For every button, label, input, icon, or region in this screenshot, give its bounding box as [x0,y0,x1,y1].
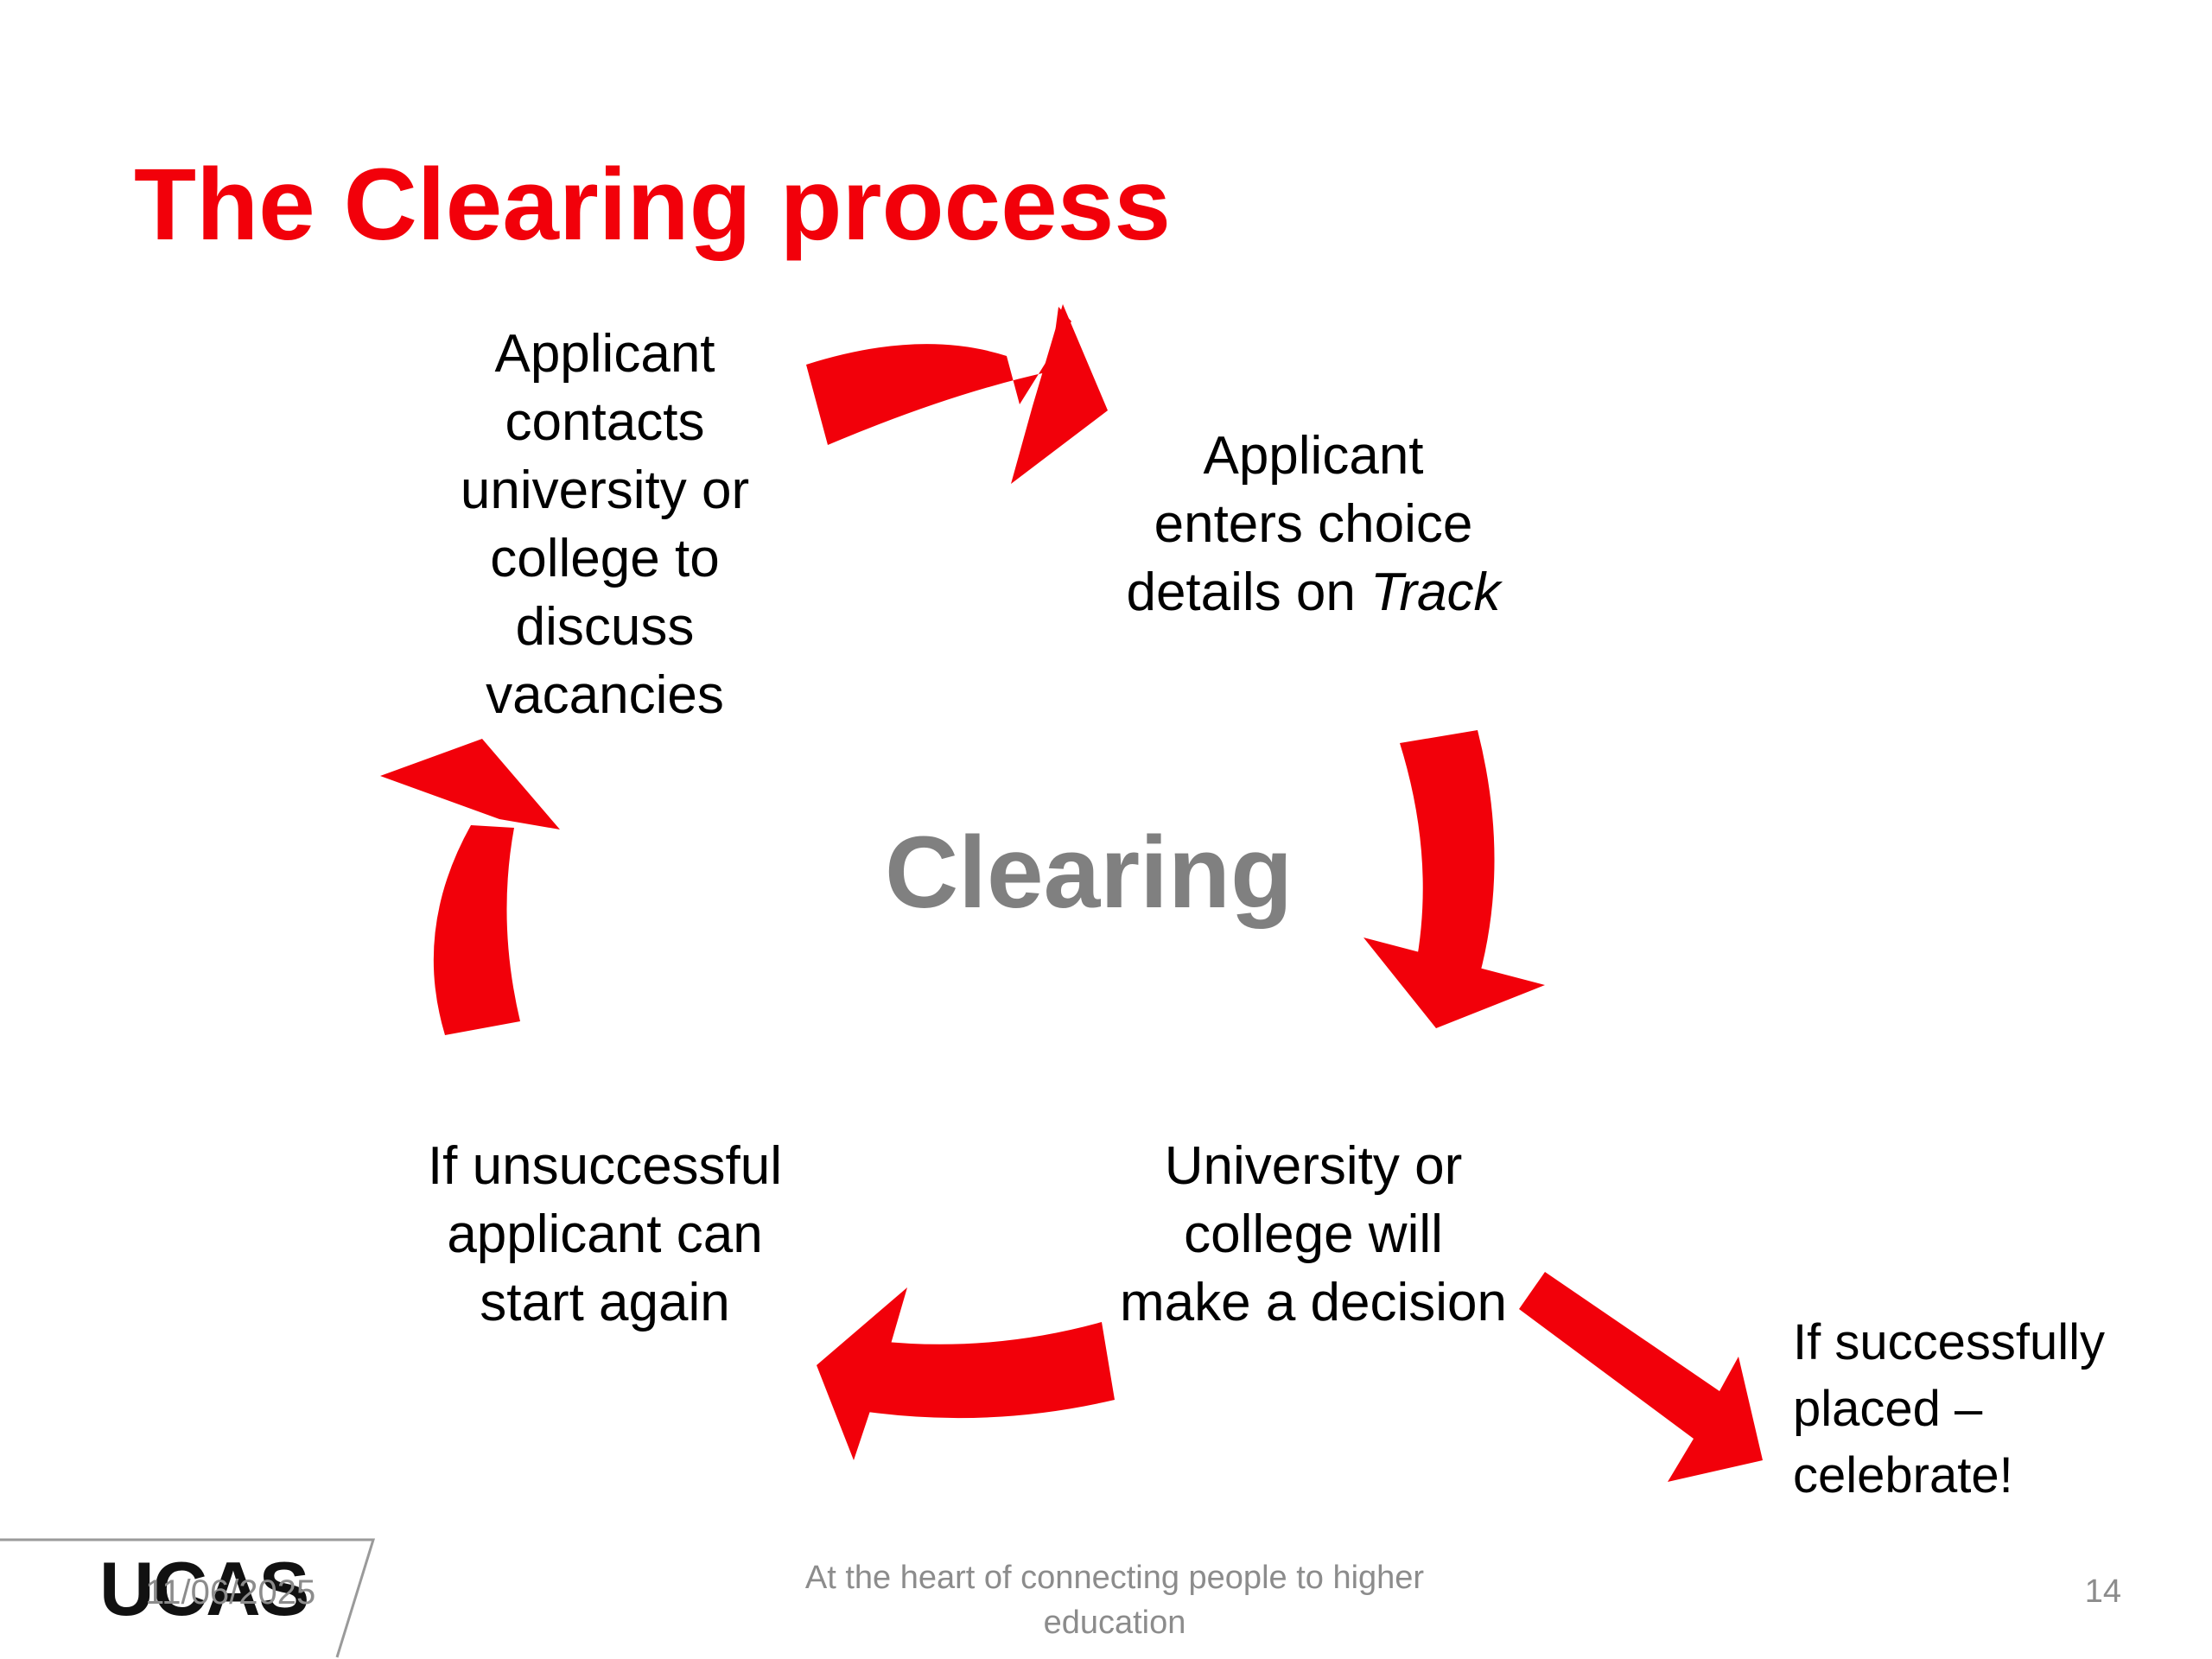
step-line: contacts [505,392,705,452]
arrow-decision-to-success [1519,1272,1763,1482]
step-decision: University or college will make a decisi… [1071,1132,1555,1337]
step-celebrate: If successfully placed – celebrate! [1793,1309,2182,1509]
footer-logo-tab [0,1538,376,1658]
page-number: 14 [2084,1573,2121,1610]
slide-title: The Clearing process [134,148,1172,262]
arrow-decision-to-retry [851,1322,1115,1419]
arrow-head-left [380,739,560,830]
step-line: start again [480,1273,730,1332]
step-line: celebrate! [1793,1447,2013,1503]
step-line: applicant can [447,1205,763,1264]
step-line-prefix: details on [1126,563,1371,622]
arrow-retry-to-contact [433,825,520,1035]
ucas-logo: UCAS [99,1546,309,1631]
step-line: Applicant [494,324,715,384]
track-emphasis: Track [1370,563,1501,622]
center-label: Clearing [884,816,1294,930]
step-contact-university: Applicant contacts university or college… [380,320,830,729]
step-line: enters choice [1154,494,1473,554]
step-line: make a decision [1119,1273,1508,1332]
step-line: University or [1164,1136,1463,1196]
step-line: vacancies [486,665,724,725]
step-line: If successfully [1793,1314,2105,1370]
step-enter-choice: Applicant enters choice details on Track [1054,422,1573,626]
arrow-head-top [1011,304,1108,484]
step-start-again: If unsuccessful applicant can start agai… [380,1132,830,1337]
step-line: discuss [515,597,695,657]
footer-tab-outline [0,1538,376,1658]
arrow-head-bottom [817,1287,907,1460]
arrow-head-right [1363,938,1545,1028]
tagline-line: education [1043,1605,1186,1641]
tagline-line: At the heart of connecting people to hig… [804,1560,1425,1596]
step-line: college to [490,529,720,588]
arrow-enter-to-decision [1400,730,1495,976]
step-line: Applicant [1203,426,1424,486]
footer-date: 11/06/2025 [145,1573,316,1611]
step-line: If unsuccessful [427,1136,783,1196]
footer-tagline: At the heart of connecting people to hig… [760,1555,1469,1645]
step-line: university or [460,461,750,520]
step-line: details on Track [1054,558,1573,626]
arrow-contact-to-enter [806,307,1071,445]
step-line: college will [1184,1205,1443,1264]
step-line: placed – [1793,1381,1983,1437]
